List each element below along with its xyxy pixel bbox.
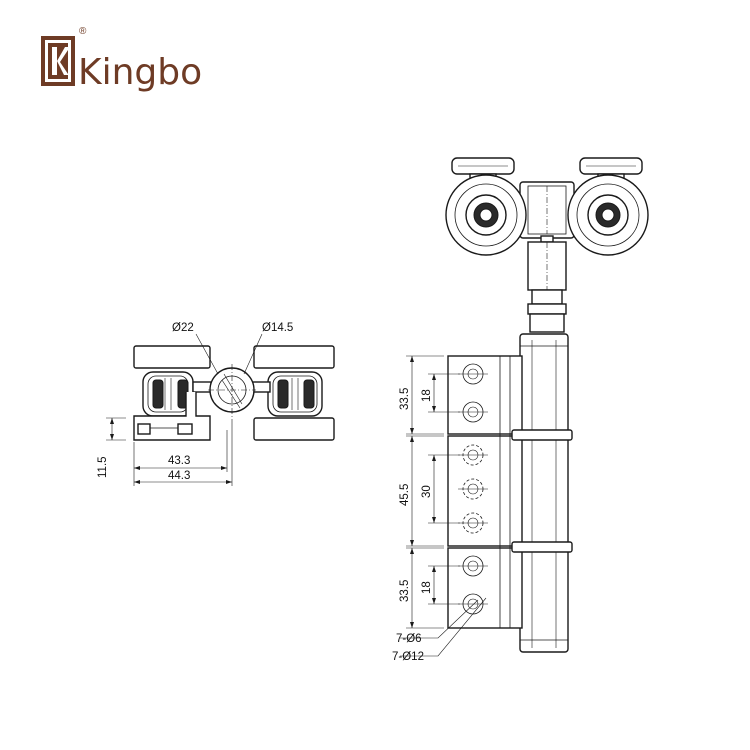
dim-lower-33-5: 33.5 xyxy=(399,580,411,602)
dim-lower-18: 18 xyxy=(421,581,433,594)
side-view-drawing xyxy=(400,157,649,657)
registered-mark: ® xyxy=(79,26,87,37)
callout-hole-12: 7-Ø12 xyxy=(392,651,424,663)
dim-width-44-3: 44.3 xyxy=(168,470,190,482)
dim-upper-33-5: 33.5 xyxy=(399,388,411,410)
dim-diameter-22: Ø22 xyxy=(172,322,194,334)
dim-middle-30: 30 xyxy=(421,485,433,498)
brand-logo: Kingbo ® xyxy=(41,26,202,93)
dim-width-43-3: 43.3 xyxy=(168,455,190,467)
dim-diameter-14-5: Ø14.5 xyxy=(262,322,293,334)
callout-hole-6: 7-Ø6 xyxy=(396,633,422,645)
dim-height-11-5: 11.5 xyxy=(97,456,109,478)
top-view-drawing xyxy=(106,333,335,486)
dim-middle-45-5: 45.5 xyxy=(399,484,411,506)
dim-upper-18: 18 xyxy=(421,389,433,402)
brand-name: Kingbo xyxy=(78,52,202,93)
